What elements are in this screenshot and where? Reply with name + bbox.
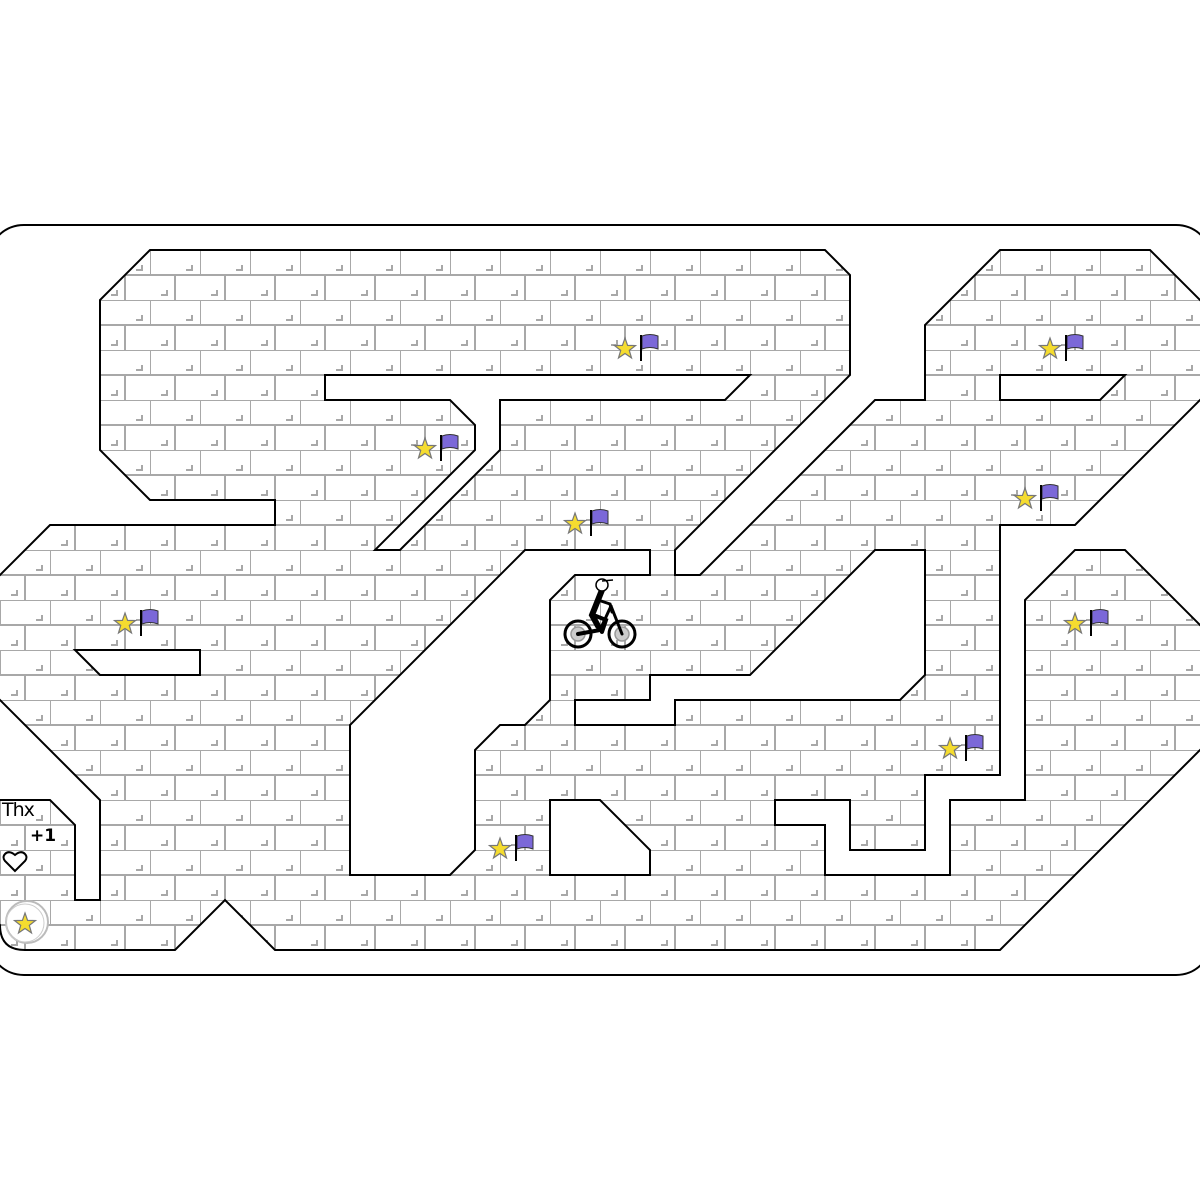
heart-icon[interactable] [2,851,28,873]
thanks-label[interactable]: Thx [2,799,35,821]
favorite-button[interactable] [5,900,49,944]
bike-rider [563,578,637,649]
plus-one-counter: +1 [30,826,57,846]
